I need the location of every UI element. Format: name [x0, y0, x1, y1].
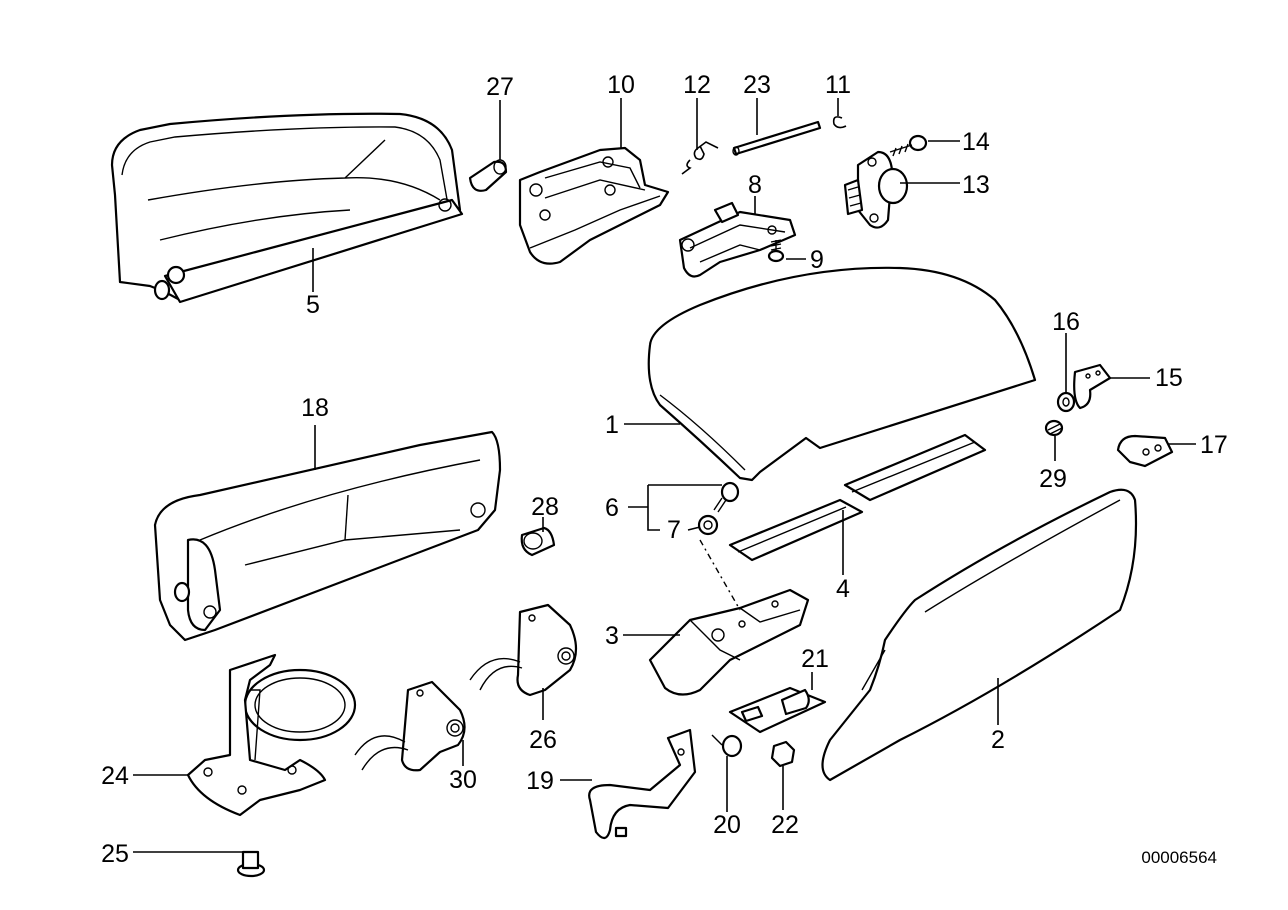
part-6-screw-drawing — [713, 481, 740, 513]
assembly-axis-line — [699, 539, 741, 611]
label-part-16: 16 — [1052, 308, 1080, 336]
part-26-switch-drawing — [469, 603, 578, 697]
part-19-support-bracket-drawing — [588, 728, 697, 840]
label-part-25: 25 — [101, 840, 129, 868]
part-16-washer-drawing — [1056, 391, 1076, 413]
label-part-8: 8 — [748, 171, 762, 199]
part-18-lower-tray-drawing — [153, 430, 502, 642]
label-part-24: 24 — [101, 762, 129, 790]
part-15-bracket-drawing — [1073, 363, 1112, 410]
part-labels: 27 10 12 23 11 14 13 8 9 5 16 15 18 1 17… — [101, 71, 1228, 868]
label-part-29: 29 — [1039, 465, 1067, 493]
part-28-bushing-drawing — [520, 526, 556, 557]
part-23-pin-drawing — [732, 120, 822, 156]
label-part-6: 6 — [605, 494, 619, 522]
part-9-screw-drawing — [767, 239, 785, 263]
part-7-grommet-drawing — [697, 514, 719, 536]
drawing-number: 00006564 — [1141, 848, 1217, 867]
part-22-nut-drawing — [770, 740, 796, 768]
part-2-side-panel-drawing — [821, 488, 1138, 782]
part-12-spring-drawing — [681, 141, 719, 175]
part-25-plug-drawing — [236, 850, 266, 878]
label-part-28: 28 — [531, 493, 559, 521]
label-part-15: 15 — [1155, 364, 1183, 392]
label-part-17: 17 — [1200, 431, 1228, 459]
label-part-30: 30 — [449, 766, 477, 794]
part-10-hinge-bracket-drawing — [518, 146, 670, 265]
label-part-13: 13 — [962, 171, 990, 199]
label-part-20: 20 — [713, 811, 741, 839]
label-part-10: 10 — [607, 71, 635, 99]
part-21-latch-drawing — [728, 686, 827, 734]
part-1-lid-drawing — [647, 266, 1037, 482]
label-part-12: 12 — [683, 71, 711, 99]
label-part-5: 5 — [306, 291, 320, 319]
label-part-11: 11 — [825, 71, 851, 99]
part-4-trim-strip-drawing — [728, 433, 987, 562]
part-5-upper-tray-drawing — [110, 112, 464, 304]
label-part-22: 22 — [771, 811, 799, 839]
part-17-bracket-drawing — [1116, 434, 1174, 468]
part-13-lock-cylinder-drawing — [843, 150, 909, 229]
label-part-23: 23 — [743, 71, 771, 99]
part-27-bushing-drawing — [468, 159, 508, 192]
label-part-4: 4 — [836, 575, 850, 603]
label-part-19: 19 — [526, 767, 554, 795]
part-20-spring-washer-drawing — [711, 734, 743, 758]
label-part-14: 14 — [962, 128, 990, 156]
label-part-27: 27 — [486, 73, 514, 101]
part-29-spring-drawing — [1044, 419, 1064, 437]
label-part-9: 9 — [810, 246, 824, 274]
part-11-clip-drawing — [832, 116, 847, 129]
part-24-cup-holder-drawing — [186, 653, 357, 817]
label-part-2: 2 — [991, 726, 1005, 754]
label-part-7: 7 — [667, 516, 681, 544]
leader-lines — [133, 98, 1196, 853]
label-part-3: 3 — [605, 622, 619, 650]
label-part-18: 18 — [301, 394, 329, 422]
label-part-1: 1 — [605, 411, 619, 439]
part-3-lock-housing-drawing — [648, 588, 810, 696]
part-8-handle-bracket-drawing — [678, 201, 797, 278]
label-part-26: 26 — [529, 726, 557, 754]
label-part-21: 21 — [801, 645, 829, 673]
part-30-switch-drawing — [354, 680, 466, 772]
part-14-screw-drawing — [889, 134, 928, 157]
